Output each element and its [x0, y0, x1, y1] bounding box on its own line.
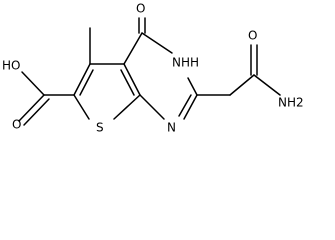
atom-label-amine: NH2 — [278, 96, 304, 110]
bond-c4a-c4 — [123, 32, 143, 65]
atom-label-carboxyl-oxygen: O — [12, 118, 21, 132]
atom-label-ring-h: H — [190, 56, 199, 70]
bond-c6-s — [73, 94, 90, 120]
bond-c6-c5-inner — [79, 69, 94, 96]
bond-c-o-double-2 — [23, 98, 50, 126]
bond-camide-n — [253, 74, 281, 96]
bond-c-o-double-1 — [18, 94, 45, 122]
chemical-structure: HO O S N NH H O O NH2 — [2, 2, 304, 135]
bond-s-c7a — [113, 94, 141, 120]
atom-label-ketone-oxygen: O — [136, 2, 145, 16]
bond-group — [18, 17, 281, 126]
atom-label-sulfur: S — [96, 121, 104, 135]
bond-c4-n3 — [141, 32, 173, 54]
atom-label-ring-nh: NH — [172, 56, 190, 70]
bond-c-oh — [21, 71, 45, 96]
bond-ch2-camide — [229, 74, 255, 96]
bond-c2-n1-1 — [183, 94, 198, 120]
bond-n1-c7a — [139, 94, 165, 120]
bond-c4a-c7a-inner — [120, 69, 135, 96]
atom-label-group: HO O S N NH H O O NH2 — [2, 2, 304, 135]
atom-label-hydroxyl: HO — [2, 59, 20, 73]
bond-c4a-c7a — [123, 63, 141, 96]
bond-c2-n1-2 — [178, 94, 192, 117]
bond-n3-c2 — [187, 77, 198, 96]
bond-c6-c5 — [73, 63, 91, 96]
atom-label-ring-nitrogen: N — [167, 121, 176, 135]
atom-label-amide-oxygen: O — [248, 29, 257, 43]
